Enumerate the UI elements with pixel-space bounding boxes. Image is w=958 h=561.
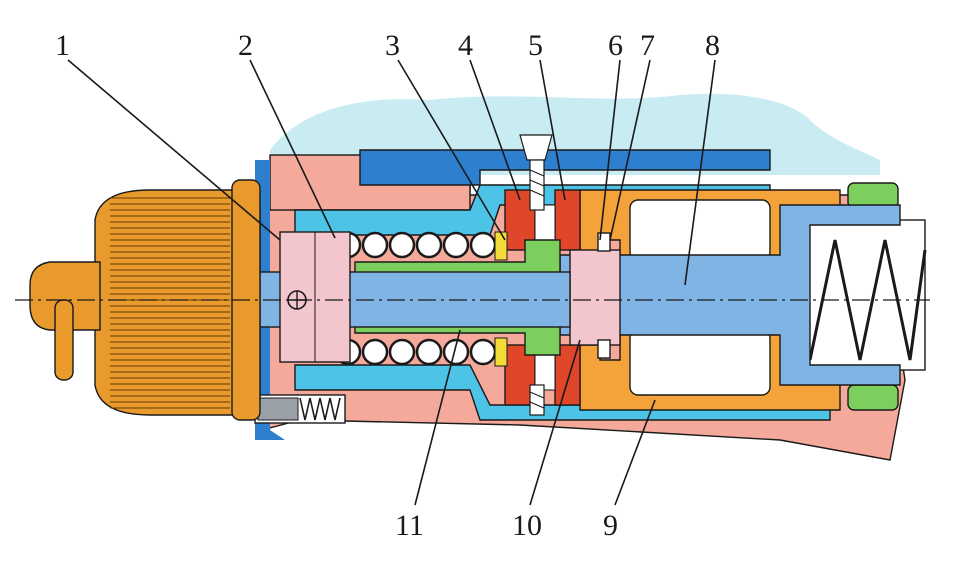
screw-bottom-icon <box>529 384 545 416</box>
lower-cavity <box>629 329 771 396</box>
callout-5: 5 <box>528 29 543 62</box>
spring-seat-bottom <box>494 337 508 367</box>
callout-4: 4 <box>458 29 473 62</box>
detent-ball <box>257 397 299 421</box>
main-shaft-right <box>559 204 901 386</box>
green-ring-bottom <box>847 384 899 411</box>
detent-spring-icon <box>299 397 341 421</box>
callout-9: 9 <box>603 509 618 542</box>
callout-6: 6 <box>608 29 623 62</box>
callout-10: 10 <box>512 509 542 542</box>
blue-cover-top <box>359 149 771 186</box>
screw-icon <box>519 134 553 211</box>
spring-seat-top <box>494 231 508 261</box>
upper-cavity <box>629 199 771 261</box>
callout-2: 2 <box>238 29 253 62</box>
small-pin-bottom <box>597 339 611 359</box>
spring-coil-icon <box>808 239 927 361</box>
callout-11: 11 <box>395 509 424 542</box>
callout-3: 3 <box>385 29 400 62</box>
knob-pin <box>54 299 74 381</box>
green-ring-top <box>847 182 899 209</box>
callout-1: 1 <box>55 29 70 62</box>
callout-7: 7 <box>640 29 655 62</box>
callout-8: 8 <box>705 29 720 62</box>
knob-stud <box>29 261 101 331</box>
seal-ring-top-right <box>554 189 581 251</box>
pink-collar <box>569 249 621 346</box>
leader-lines <box>67 59 716 506</box>
